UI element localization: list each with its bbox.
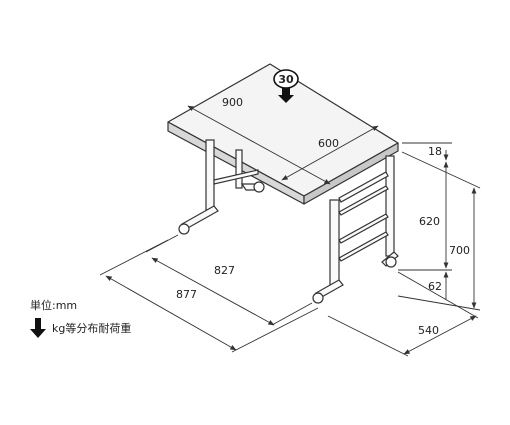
dim-caster-height: 62 [428, 280, 442, 293]
base-dimensions [99, 234, 479, 357]
caster-front-left [178, 223, 190, 235]
top-dimensions [187, 105, 379, 185]
load-badge: 30 [273, 69, 299, 103]
load-badge-value: 30 [278, 73, 294, 86]
caster-back-left [253, 181, 265, 193]
dim-base-depth: 540 [418, 324, 439, 337]
unit-label: 単位:mm [30, 299, 78, 312]
dim-inner-width: 827 [214, 264, 235, 277]
load-legend: kg等分布耐荷重 [30, 318, 131, 338]
dim-top-depth: 600 [318, 137, 339, 150]
dim-frame-height: 620 [419, 215, 440, 228]
dim-outer-width: 877 [176, 288, 197, 301]
casters [178, 181, 397, 304]
load-arrow-icon [278, 88, 294, 103]
down-arrow-icon [30, 318, 46, 338]
dim-top-width: 900 [222, 96, 243, 109]
height-dimensions [397, 142, 481, 311]
load-legend-text: kg等分布耐荷重 [52, 322, 132, 335]
caster-front-right [312, 292, 324, 304]
dim-top-thickness: 18 [428, 145, 442, 158]
caster-back-right [385, 256, 397, 268]
dim-total-height: 700 [449, 244, 470, 257]
